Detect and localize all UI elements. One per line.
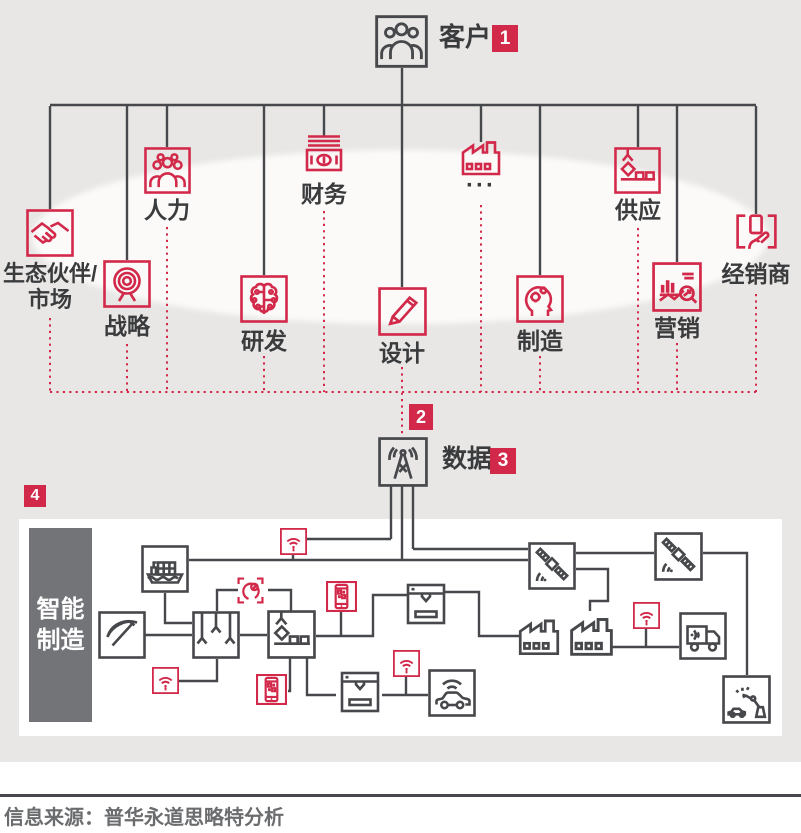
ship-icon [141,545,189,593]
radio-tower-icon [378,437,428,487]
crane-claw-icon [614,147,661,194]
handshake-icon [26,209,74,257]
dept-label-marketing: 营销 [654,315,700,341]
iot-truck-icon [679,612,727,660]
hand-card-icon [732,208,781,257]
footer-divider [0,794,801,797]
factory-icon [565,609,618,662]
dept-label-distributor: 经销商 [721,261,791,287]
cash-icon [300,130,348,178]
smart-manufacturing-label-box: 智能制造 [29,528,92,722]
people-crowd-icon [144,147,191,194]
pickaxe-icon [98,611,146,659]
face-scan-icon [235,575,266,606]
smart-manufacturing-label: 智能制造 [36,595,85,654]
badge-4: 4 [24,485,46,507]
head-gears-icon [516,275,564,323]
chart-magnifier-icon [652,262,702,312]
wifi-icon [280,528,307,555]
satellite-icon [654,532,703,581]
dept-label-supply: 供应 [615,197,661,223]
dept-label-strategy: 战略 [104,313,150,339]
satellite-icon [528,542,576,590]
data-hub-label: 数据 [441,445,492,473]
dept-label-design: 设计 [379,340,425,366]
target-icon [103,260,151,308]
dept-label-manufacturing: 制造 [517,328,563,354]
circuit-brain-icon [240,275,288,323]
customer-label: 客户 [438,22,491,52]
badge-3: 3 [490,448,516,474]
phone-qr-icon [256,674,287,705]
badge-1: 1 [492,25,518,52]
robot-arm-assembly-icon [722,675,771,724]
wifi-icon [393,650,420,677]
gantry-robots-icon [192,611,240,659]
phone-qr-icon [326,581,357,612]
dept-label-ecosystem: 生态伙伴/市场 [2,261,98,312]
connected-car-icon [428,669,476,717]
factory-icon [514,611,564,661]
dept-label-ellipsis: ··· [466,172,496,199]
crane-claw-icon [267,610,316,659]
wifi-icon [633,602,660,629]
pencil-icon [378,287,427,336]
printer-3d-icon [336,668,384,716]
source-note: 信息来源：普华永道思略特分析 [4,807,284,829]
printer-3d-icon [402,580,450,628]
people-group-icon [375,15,428,68]
dept-label-finance: 财务 [301,181,347,207]
badge-2: 2 [409,404,433,430]
dept-label-rd: 研发 [241,328,287,354]
wifi-icon [152,667,179,694]
dept-label-hr: 人力 [144,197,190,223]
